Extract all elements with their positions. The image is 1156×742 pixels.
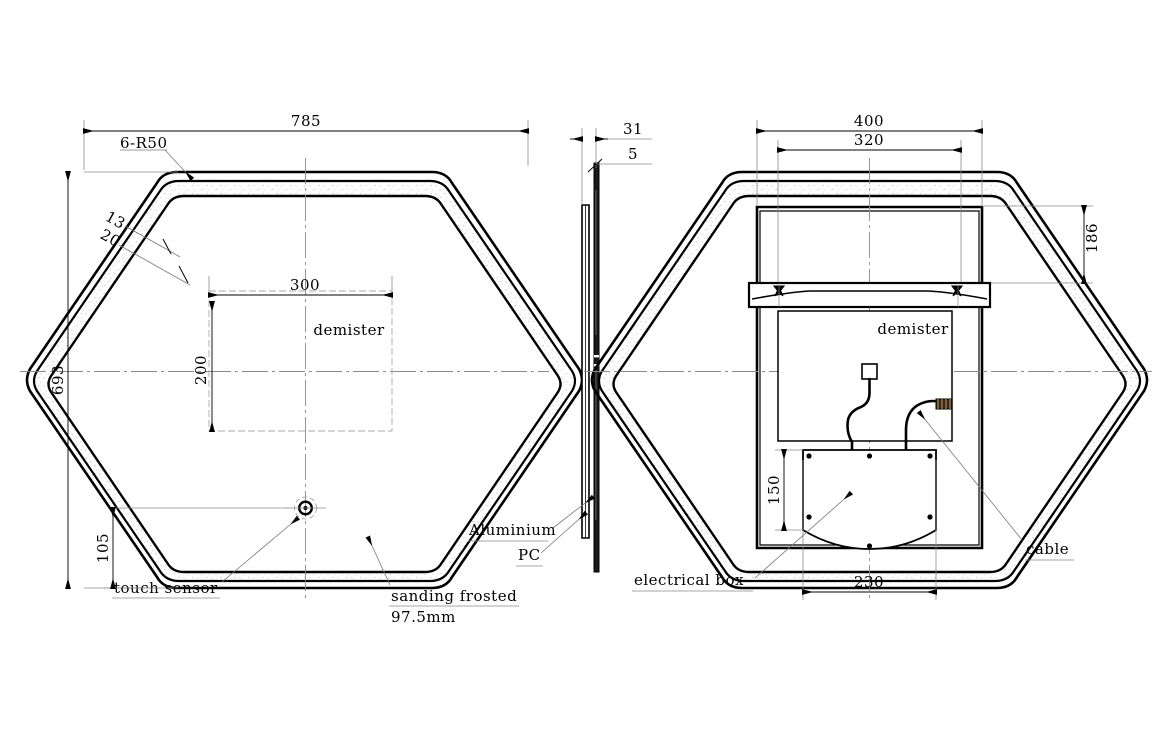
callout-touch-sensor: touch sensor <box>112 515 300 599</box>
dim-demister-height-value: 200 <box>192 355 210 385</box>
dim-bracket-inner-width: 320 <box>777 131 962 292</box>
back-backing-plate-inner <box>759 210 980 546</box>
dim-demister-height: 200 <box>192 301 215 432</box>
front-outline-mid <box>32 179 577 583</box>
callout-cable: cable <box>916 410 1074 561</box>
dim-demister-width: 300 <box>208 276 393 298</box>
dim-bracket-outer-width: 400 <box>756 112 983 205</box>
back-hanging-bracket <box>747 281 992 309</box>
front-outline-outer <box>25 170 584 590</box>
callout-touch-sensor-label: touch sensor <box>114 579 218 597</box>
touch-sensor-symbol <box>286 496 326 520</box>
dim-demister-width-value: 300 <box>290 276 320 294</box>
front-outline-inner <box>47 194 562 574</box>
back-cable-wiring <box>846 377 953 457</box>
cable-connector <box>935 398 953 410</box>
dim-side-total-thickness-value: 31 <box>623 120 643 138</box>
back-view: 400 320 186 d <box>584 112 1152 600</box>
back-outline-mid <box>597 179 1142 583</box>
callout-pc-label: PC <box>518 546 541 564</box>
callout-aluminium-label: Aluminium <box>468 521 556 539</box>
dim-overall-width: 785 <box>83 112 529 170</box>
callout-corner-radius: 6-R50 <box>120 134 195 182</box>
side-view: 31 5 Aluminium PC <box>468 120 652 573</box>
callout-sanding-frosted-size: 97.5mm <box>391 608 456 626</box>
dim-side-glass-thickness: 5 <box>587 145 652 173</box>
dim-electrical-box-width-value: 230 <box>854 573 884 591</box>
callout-pc: PC <box>516 510 589 567</box>
callout-electrical-box: electrical box <box>632 490 854 592</box>
back-demister-pad: demister <box>777 310 953 442</box>
dim-electrical-box-width: 230 <box>802 460 937 600</box>
callout-sanding-frosted: sanding frosted 97.5mm <box>365 535 519 626</box>
dim-bracket-offset-top: 186 <box>982 205 1101 284</box>
dim-touch-sensor-height-value: 105 <box>94 533 112 563</box>
dim-bracket-offset-top-value: 186 <box>1083 223 1101 253</box>
back-backing-plate <box>755 205 984 550</box>
callout-cable-label: cable <box>1026 540 1069 558</box>
callout-sanding-frosted-label: sanding frosted <box>391 587 517 605</box>
callout-electrical-box-label: electrical box <box>634 571 744 589</box>
dim-touch-sensor-height: 105 <box>94 507 289 589</box>
back-demister-label: demister <box>877 320 949 338</box>
power-cable <box>904 399 943 457</box>
callout-corner-radius-label: 6-R50 <box>120 134 168 152</box>
dim-electrical-box-height-value: 150 <box>765 475 783 505</box>
back-outline-outer <box>590 170 1149 590</box>
dim-electrical-box-height: 150 <box>765 449 803 531</box>
callout-aluminium: Aluminium <box>468 494 595 542</box>
dim-side-glass-thickness-value: 5 <box>628 145 638 163</box>
front-demister-box <box>208 290 393 432</box>
front-demister-label: demister <box>313 321 385 339</box>
back-outline-inner <box>612 194 1127 574</box>
dim-bracket-inner-width-value: 320 <box>854 131 884 149</box>
back-electrical-box <box>802 449 937 550</box>
dim-side-total-thickness: 31 <box>570 120 652 205</box>
dim-bracket-outer-width-value: 400 <box>854 112 884 130</box>
demister-cable <box>846 377 871 457</box>
dim-overall-width-value: 785 <box>291 112 321 130</box>
dim-overall-height-value: 693 <box>49 365 67 395</box>
